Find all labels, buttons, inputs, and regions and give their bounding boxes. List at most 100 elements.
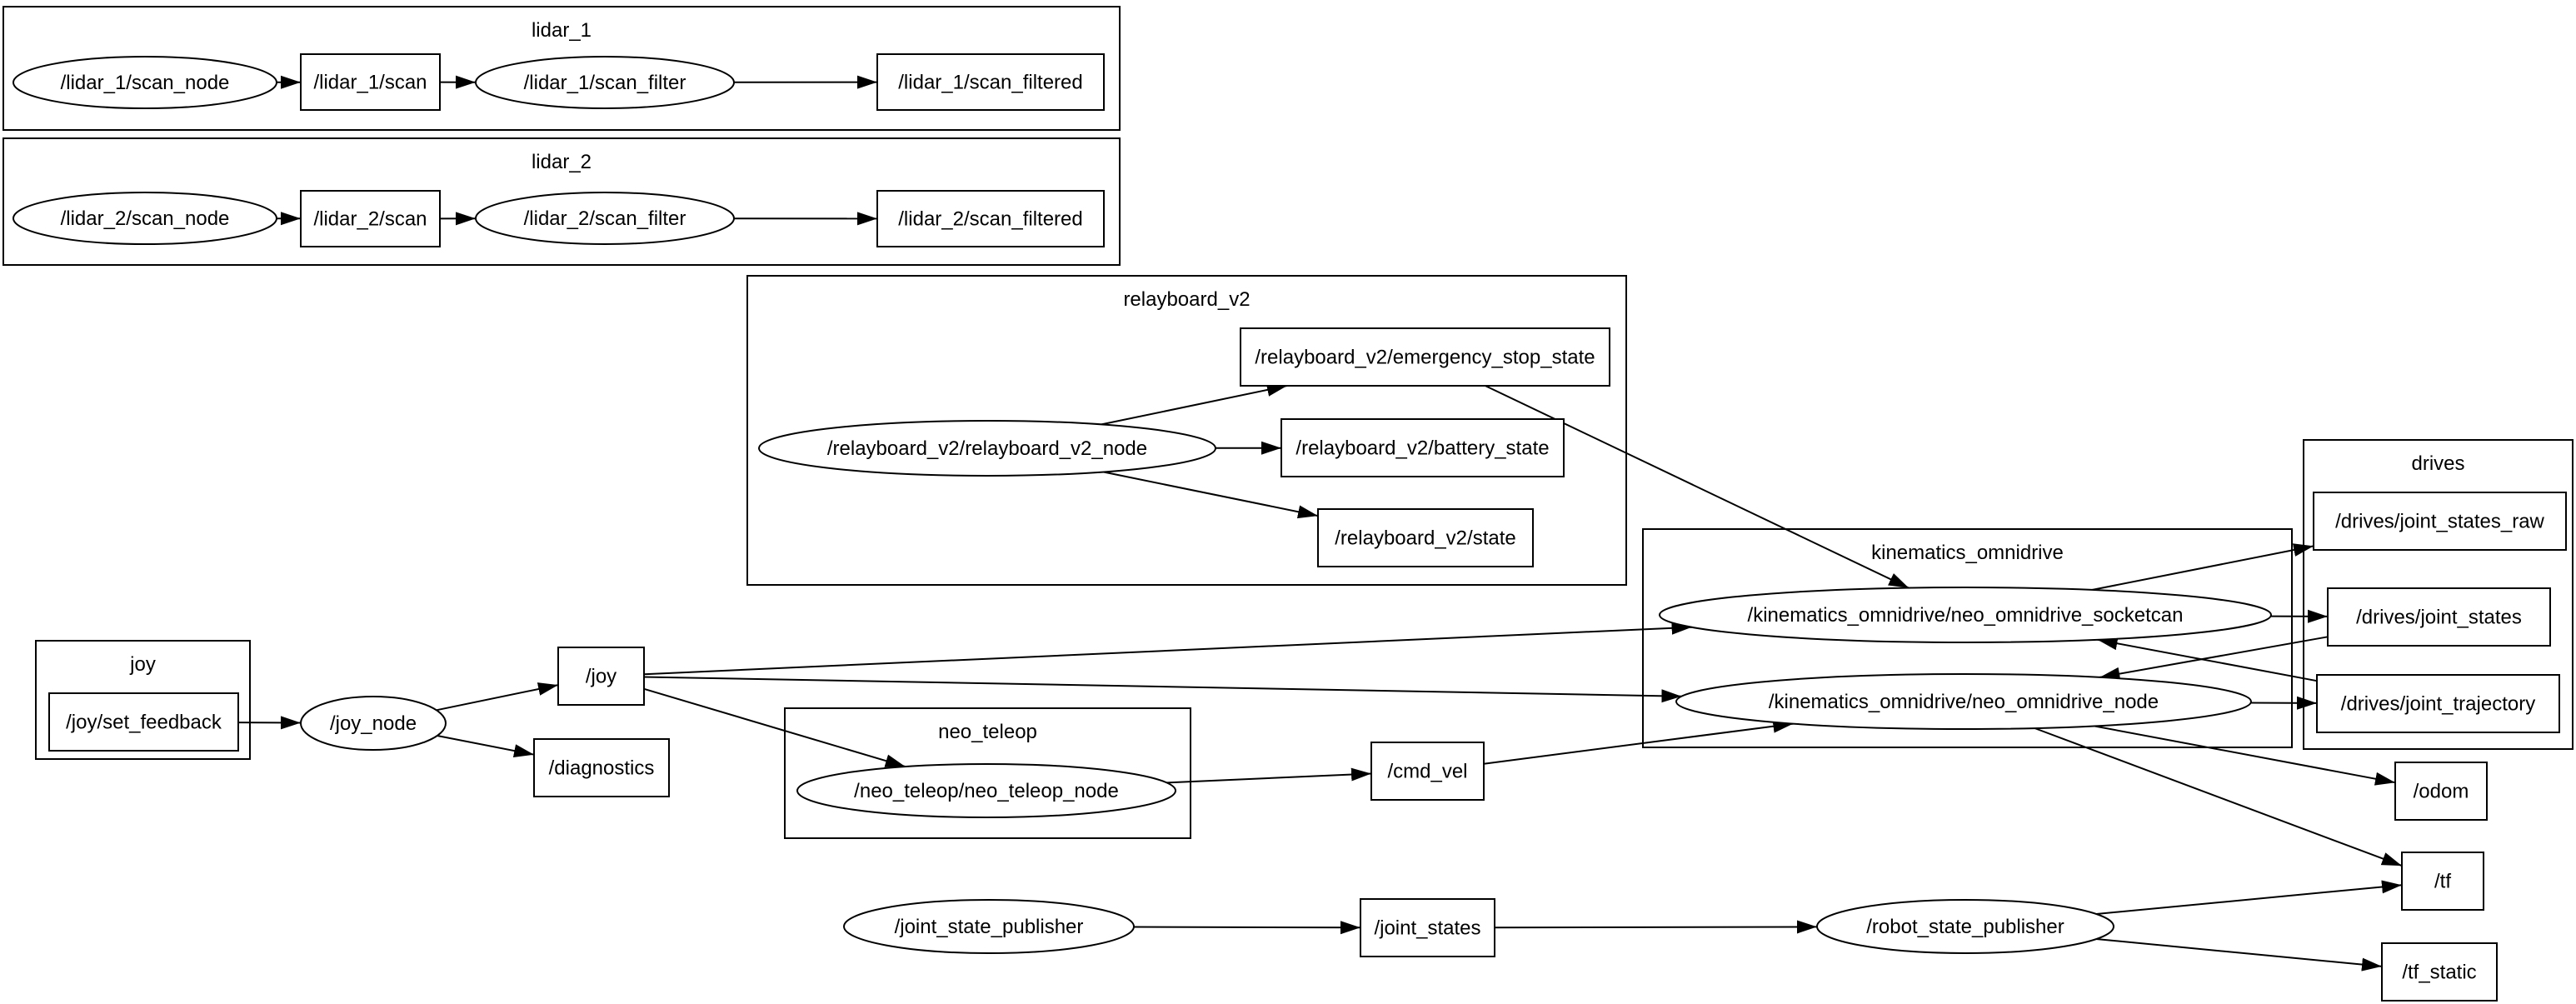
graph-node-joint_state_publisher: /joint_state_publisher: [843, 899, 1135, 954]
edge-joy_node-to-diagnostics: [437, 735, 535, 757]
edge-kin_node-to-odom: [2094, 725, 2396, 786]
cluster-border-relayboard_v2: [746, 275, 1627, 586]
node-shape-joint_state_publisher: [843, 899, 1135, 954]
node-label-joy_set_feedback: /joy/set_feedback: [66, 712, 222, 734]
edge-kin_socketcan-to-drv_joint_states_raw: [2091, 543, 2314, 591]
graph-node-l1_scan: /lidar_1/scan: [300, 53, 441, 111]
edge-joint_state_publisher-to-joint_states: [1133, 921, 1361, 935]
edge-joy_topic-to-kin_node: [643, 676, 1682, 703]
node-label-joint_states: /joint_states: [1374, 917, 1480, 940]
edge-drv_joint_states-to-kin_node: [2099, 636, 2329, 681]
graph-node-odom: /odom: [2394, 762, 2488, 821]
node-shape-teleop_node: [796, 763, 1176, 818]
cluster-joy: joy: [35, 640, 251, 760]
node-shape-l2_scan: [300, 190, 441, 247]
node-label-teleop_node: /neo_teleop/neo_teleop_node: [854, 780, 1119, 802]
node-shape-l1_scan_filter: [475, 56, 735, 109]
cluster-label-joy: joy: [129, 653, 156, 676]
node-shape-l2_scan_node: [12, 192, 277, 245]
graph-node-teleop_node: /neo_teleop/neo_teleop_node: [796, 763, 1176, 818]
cluster-kinematics_omnidrive: kinematics_omnidrive: [1642, 528, 2293, 748]
node-shape-odom: [2394, 762, 2488, 821]
cluster-border-joy: [35, 640, 251, 760]
node-label-odom: /odom: [2414, 781, 2469, 803]
node-shape-kin_node: [1675, 673, 2252, 730]
graph-node-diagnostics: /diagnostics: [533, 738, 670, 797]
node-label-joy_topic: /joy: [586, 666, 617, 688]
graph-node-drv_joint_states: /drives/joint_states: [2327, 587, 2551, 647]
graph-node-l2_scan: /lidar_2/scan: [300, 190, 441, 247]
node-shape-kin_socketcan: [1659, 587, 2272, 643]
cluster-label-drives: drives: [2411, 452, 2464, 475]
node-shape-joy_node: [300, 696, 447, 751]
cluster-label-kinematics_omnidrive: kinematics_omnidrive: [1871, 542, 2064, 564]
node-shape-l2_scan_filtered: [876, 190, 1105, 247]
graph-node-joy_topic: /joy: [557, 647, 645, 706]
node-shape-tf: [2401, 852, 2484, 911]
graph-node-tf_static: /tf_static: [2381, 942, 2498, 1002]
node-shape-drv_joint_states_raw: [2313, 492, 2567, 551]
node-label-kin_socketcan: /kinematics_omnidrive/neo_omnidrive_sock…: [1748, 604, 2184, 627]
node-label-joy_node: /joy_node: [330, 712, 417, 735]
edge-drv_joint_trajectory-to-kin_socketcan: [2097, 637, 2318, 682]
edge-joy_topic-to-kin_socketcan: [643, 621, 1692, 676]
edge-cmd_vel-to-kin_node: [1483, 719, 1794, 765]
edge-rb_node-to-rb_state: [1102, 471, 1319, 519]
graph-node-drv_joint_states_raw: /drives/joint_states_raw: [2313, 492, 2567, 551]
cluster-label-lidar_1: lidar_1: [532, 19, 592, 42]
node-label-drv_joint_states_raw: /drives/joint_states_raw: [2335, 511, 2544, 533]
graph-node-rb_battery_state: /relayboard_v2/battery_state: [1281, 418, 1565, 477]
node-label-rb_node: /relayboard_v2/relayboard_v2_node: [827, 437, 1147, 460]
edges-layer: [237, 75, 2403, 972]
node-label-l1_scan_node: /lidar_1/scan_node: [61, 72, 230, 94]
node-label-cmd_vel: /cmd_vel: [1387, 761, 1467, 783]
graph-node-tf: /tf: [2401, 852, 2484, 911]
cluster-lidar_1: lidar_1: [2, 6, 1121, 131]
graph-node-kin_node: /kinematics_omnidrive/neo_omnidrive_node: [1675, 673, 2252, 730]
graph-node-drv_joint_trajectory: /drives/joint_trajectory: [2316, 674, 2560, 733]
cluster-label-neo_teleop: neo_teleop: [938, 721, 1037, 743]
nodes-layer: /lidar_1/scan_node/lidar_1/scan/lidar_1/…: [12, 53, 2567, 1002]
node-label-l2_scan: /lidar_2/scan: [313, 208, 427, 231]
node-shape-rb_battery_state: [1281, 418, 1565, 477]
node-label-l2_scan_filter: /lidar_2/scan_filter: [524, 207, 686, 230]
graph-node-l2_scan_filter: /lidar_2/scan_filter: [475, 192, 735, 245]
edge-robot_state_publisher-to-tf_static: [2096, 938, 2383, 972]
edge-rb_node-to-rb_emergency_stop_state: [1101, 383, 1288, 426]
node-shape-joy_set_feedback: [48, 692, 239, 752]
node-shape-robot_state_publisher: [1816, 899, 2114, 954]
node-label-l1_scan_filter: /lidar_1/scan_filter: [524, 72, 686, 94]
node-label-l2_scan_filtered: /lidar_2/scan_filtered: [898, 208, 1082, 231]
cluster-border-lidar_1: [2, 6, 1121, 131]
graph-node-l1_scan_filtered: /lidar_1/scan_filtered: [876, 53, 1105, 111]
cluster-lidar_2: lidar_2: [2, 137, 1121, 266]
node-label-tf_static: /tf_static: [2402, 962, 2476, 984]
node-label-joint_state_publisher: /joint_state_publisher: [895, 916, 1084, 938]
cluster-label-relayboard_v2: relayboard_v2: [1123, 288, 1250, 311]
cluster-drives: drives: [2303, 439, 2574, 750]
node-label-l2_scan_node: /lidar_2/scan_node: [61, 207, 230, 230]
node-shape-l2_scan_filter: [475, 192, 735, 245]
graph-node-l1_scan_filter: /lidar_1/scan_filter: [475, 56, 735, 109]
node-label-rb_state: /relayboard_v2/state: [1335, 527, 1515, 550]
node-shape-joy_topic: [557, 647, 645, 706]
graph-node-l2_scan_filtered: /lidar_2/scan_filtered: [876, 190, 1105, 247]
node-label-rb_battery_state: /relayboard_v2/battery_state: [1295, 437, 1549, 460]
node-shape-tf_static: [2381, 942, 2498, 1002]
node-label-tf: /tf: [2434, 871, 2451, 893]
node-label-robot_state_publisher: /robot_state_publisher: [1866, 916, 2064, 938]
edge-rb_emergency_stop_state-to-kin_socketcan: [1485, 385, 1910, 589]
node-shape-l1_scan: [300, 53, 441, 111]
node-shape-l1_scan_filtered: [876, 53, 1105, 111]
node-shape-drv_joint_trajectory: [2316, 674, 2560, 733]
graph-node-robot_state_publisher: /robot_state_publisher: [1816, 899, 2114, 954]
node-label-drv_joint_states: /drives/joint_states: [2356, 607, 2522, 629]
node-label-l1_scan: /lidar_1/scan: [313, 72, 427, 94]
node-shape-drv_joint_states: [2327, 587, 2551, 647]
cluster-label-lidar_2: lidar_2: [532, 151, 592, 173]
edge-joy_node-to-joy_topic: [436, 682, 559, 712]
node-shape-joint_states: [1360, 898, 1495, 957]
